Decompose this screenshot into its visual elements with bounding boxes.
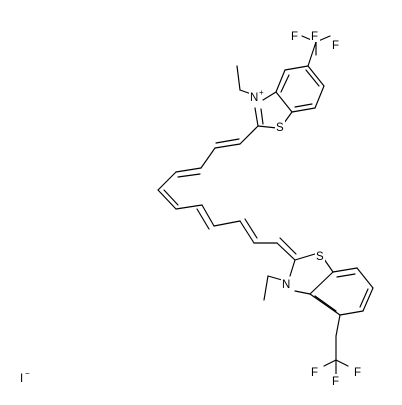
bottom-fluorine-left-label: F [311, 367, 318, 379]
bottom-benzothiazoline-unit [263, 253, 374, 375]
bottom-thiazoline-ring [289, 253, 334, 295]
top-fluorine-middle-label: F [311, 31, 318, 43]
bottom-fluorine-middle-label: F [332, 376, 339, 388]
top-fluorine-left-label: F [291, 31, 298, 43]
bottom-sulfur-label: S [316, 251, 324, 263]
bottom-nitrogen-label: N [282, 279, 290, 291]
top-nitrogen-charge: + [259, 88, 264, 97]
top-sulfur-label: S [276, 122, 284, 134]
top-fluorine-right-label: F [332, 40, 339, 52]
polymethine-chain [157, 125, 297, 261]
iodide-counterion: I − [20, 369, 30, 385]
top-benzothiazolium-unit [236, 35, 331, 129]
top-benzene-ring [275, 65, 325, 113]
bottom-trifluoromethyl-group [323, 314, 349, 375]
atom-labels: F F F N + S S N F F F [249, 29, 363, 388]
top-thiazolium-ring [254, 91, 293, 129]
top-nitrogen-label: N [250, 92, 258, 104]
iodide-charge: − [25, 369, 30, 378]
bottom-benzene-ring [309, 267, 374, 316]
bottom-n-ethyl-group [263, 275, 283, 301]
bottom-fluorine-right-label: F [354, 367, 361, 379]
iodide-symbol: I [20, 373, 23, 385]
